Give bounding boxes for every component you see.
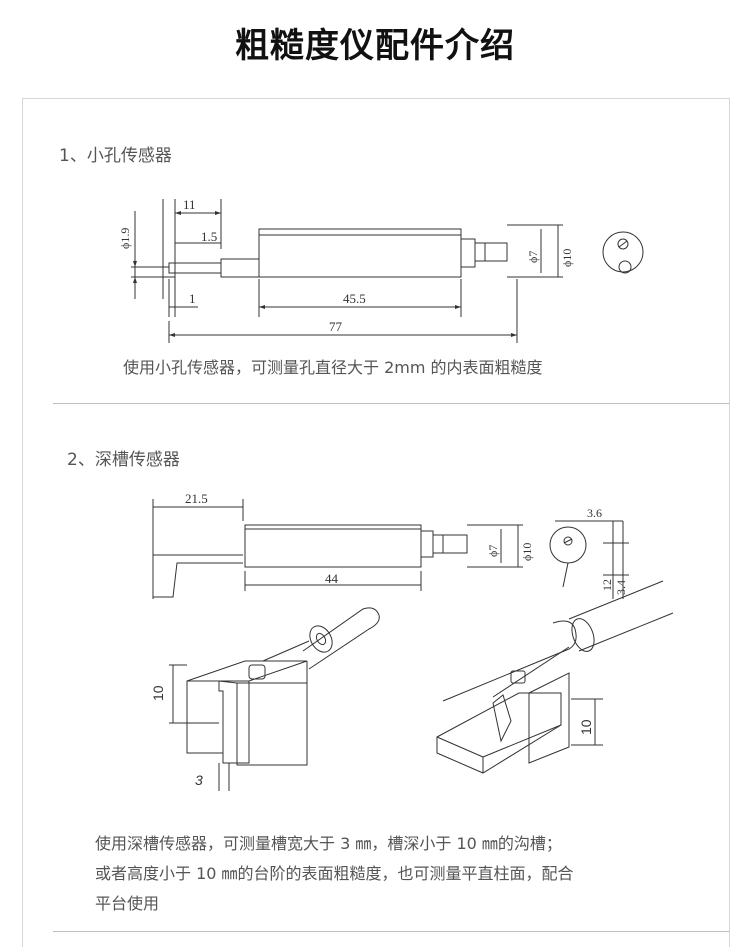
dim2-phi-10: ϕ10: [520, 543, 534, 561]
dim-11: 11: [183, 197, 196, 212]
dim-45-5: 45.5: [343, 291, 366, 306]
section2-caption-line3: 平台使用: [95, 894, 160, 913]
content-card: 1、小孔传感器: [22, 98, 730, 947]
dim-1: 1: [189, 291, 196, 306]
section1-title: 1、小孔传感器: [59, 146, 172, 166]
dim-1-5: 1.5: [201, 229, 217, 244]
deep-groove-sensor-drawing: 21.5 44 ϕ7 ϕ10 3.6 12 3.4: [123, 491, 683, 791]
section-divider-bottom: [53, 931, 729, 932]
dim-phi-7: ϕ7: [526, 251, 540, 263]
small-hole-sensor-drawing: 11 1.5 1 45.5 77 ϕ1.9 ϕ7 ϕ10: [118, 197, 644, 343]
dim2-phi-7: ϕ7: [486, 545, 500, 557]
iso-dim-3: 3: [195, 772, 203, 788]
dim-44: 44: [325, 571, 339, 586]
section2-caption-line1: 使用深槽传感器，可测量槽宽大于 3 ㎜，槽深小于 10 ㎜的沟槽；: [95, 834, 562, 853]
dim-21-5: 21.5: [185, 491, 208, 506]
section1-caption: 使用小孔传感器，可测量孔直径大于 2mm 的内表面粗糙度: [123, 358, 543, 377]
page-title: 粗糙度仪配件介绍: [235, 26, 515, 66]
section2-caption: 使用深槽传感器，可测量槽宽大于 3 ㎜，槽深小于 10 ㎜的沟槽； 或者高度小于…: [95, 829, 574, 919]
iso-dim-10-right: 10: [578, 719, 594, 735]
section2-caption-line2: 或者高度小于 10 ㎜的台阶的表面粗糙度，也可测量平直柱面，配合: [95, 864, 574, 883]
iso-dim-10-left: 10: [150, 685, 166, 701]
dim-3-6: 3.6: [587, 506, 602, 520]
dim-77: 77: [329, 319, 343, 334]
dim-12: 12: [600, 579, 614, 591]
section2-title: 2、深槽传感器: [67, 450, 180, 470]
section-divider: [53, 403, 729, 404]
dim-phi-10: ϕ10: [560, 249, 574, 267]
dim-3-4: 3.4: [614, 580, 628, 595]
dim-phi-1-9: ϕ1.9: [118, 228, 132, 249]
